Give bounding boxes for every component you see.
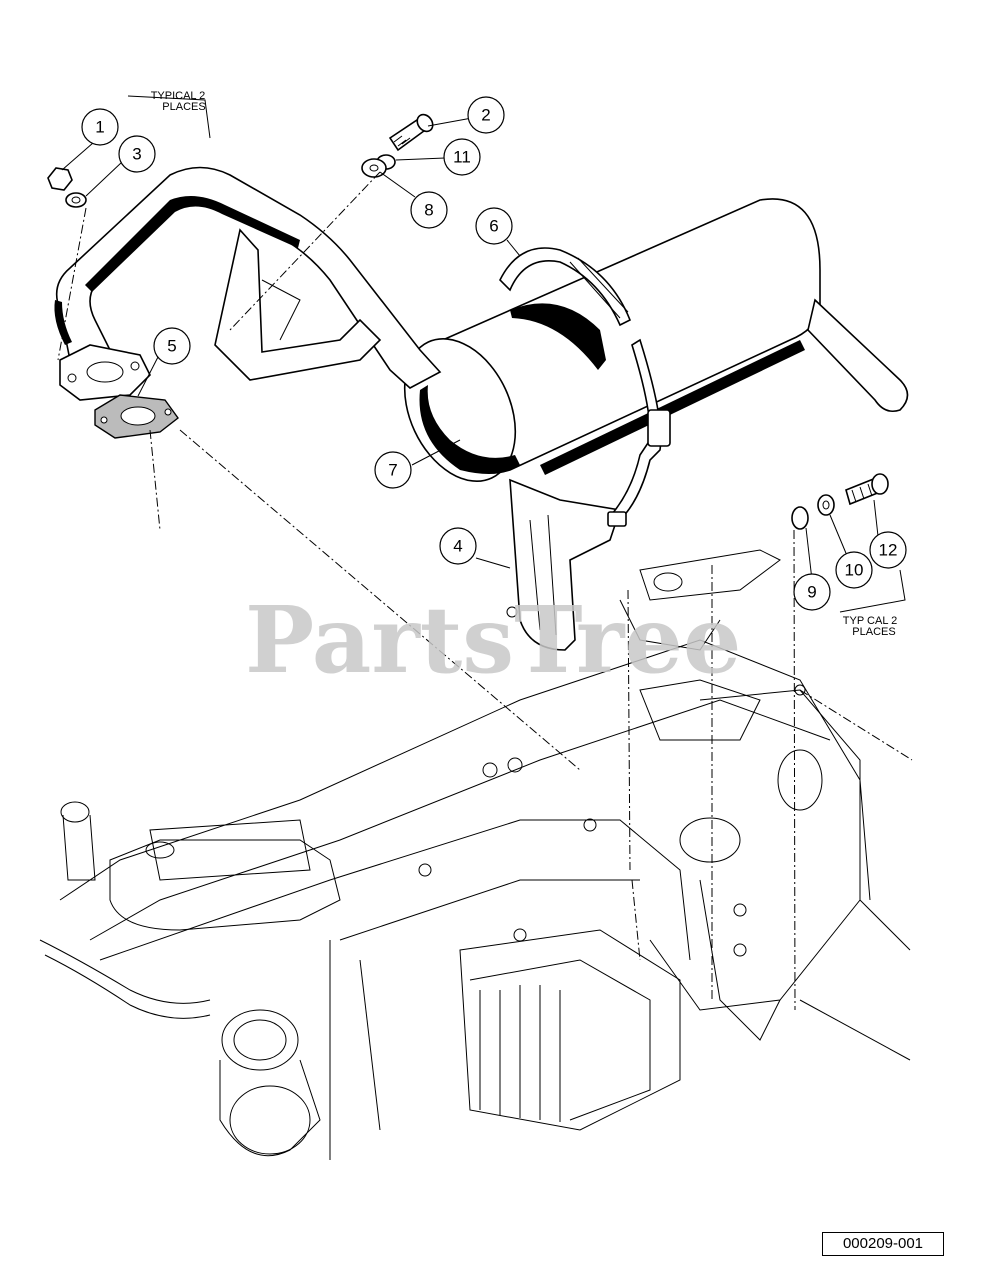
callout-5: 5 — [153, 327, 191, 365]
svg-text:3: 3 — [132, 145, 141, 164]
svg-text:4: 4 — [453, 537, 462, 556]
svg-text:10: 10 — [845, 561, 864, 580]
callout-4: 4 — [439, 527, 477, 565]
svg-text:6: 6 — [489, 217, 498, 236]
lock-washer-3 — [65, 192, 87, 208]
svg-text:2: 2 — [481, 106, 490, 125]
note-typical-2-places-right: TYP CAL 2 PLACES — [843, 615, 897, 638]
svg-text:9: 9 — [807, 583, 816, 602]
watermark: PartsTree — [245, 586, 741, 694]
assembly-center-lines — [57, 171, 913, 1011]
note-typical-2-places-top: TYPICAL 2 PLACES — [151, 90, 206, 113]
flat-washer-9 — [791, 506, 809, 530]
svg-text:TYP CAL 2: TYP CAL 2 — [843, 615, 897, 627]
exhaust-header-pipe — [54, 166, 442, 401]
muffler-bracket — [506, 478, 622, 651]
callout-9: 9 — [793, 573, 831, 611]
drawing-number-box: 000209-001 — [822, 1232, 944, 1256]
callout-3: 3 — [118, 135, 156, 173]
svg-text:5: 5 — [167, 337, 176, 356]
svg-text:8: 8 — [424, 201, 433, 220]
svg-text:TYPICAL 2: TYPICAL 2 — [151, 90, 206, 102]
callout-6: 6 — [475, 207, 513, 245]
muffler — [403, 198, 909, 482]
callout-2: 2 — [467, 96, 505, 134]
bolt-2 — [388, 113, 434, 152]
nut-1 — [47, 167, 73, 191]
svg-text:11: 11 — [453, 148, 471, 167]
svg-text:PLACES: PLACES — [162, 101, 205, 113]
exhaust-gasket — [94, 394, 179, 439]
callout-7: 7 — [374, 451, 412, 489]
svg-text:1: 1 — [95, 118, 104, 137]
svg-text:7: 7 — [388, 461, 397, 480]
bolt-12 — [845, 473, 889, 506]
callout-12: 12 — [869, 531, 907, 569]
engine-frame-drawing — [39, 549, 911, 1160]
svg-text:PLACES: PLACES — [852, 626, 895, 638]
muffler-strap — [499, 247, 671, 527]
callout-10: 10 — [835, 551, 873, 589]
callout-1: 1 — [81, 108, 119, 146]
callout-8: 8 — [410, 191, 448, 229]
callout-11: 11 — [443, 138, 481, 176]
callout-leader-lines — [61, 95, 906, 613]
svg-text:12: 12 — [879, 541, 898, 560]
lock-washer-10 — [817, 494, 835, 516]
